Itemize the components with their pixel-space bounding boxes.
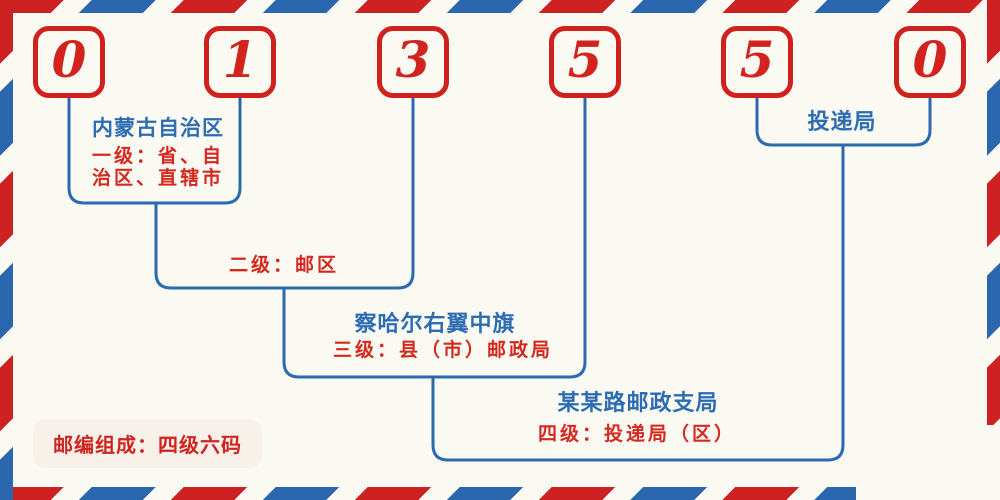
level1-label-line1: 一级：省、自 [91, 146, 225, 167]
digit-1: 0 [51, 30, 87, 89]
level3-label: 三级：县（市）邮政局 [332, 340, 554, 361]
digit-box-3: 3 [377, 26, 449, 98]
digit-box-6: 0 [894, 26, 966, 98]
bracket-level4 [431, 145, 845, 462]
level1-label: 一级：省、自 治区、直辖市 [92, 146, 224, 190]
airmail-border-left [0, 0, 13, 500]
digit-4: 5 [567, 30, 603, 89]
level4-branch-name: 某某路邮政支局 [557, 390, 719, 415]
level1-label-line2: 治区、直辖市 [91, 168, 225, 189]
digit-2: 1 [222, 30, 258, 89]
airmail-border-top [0, 0, 1000, 13]
digit-box-5: 5 [721, 26, 793, 98]
level4-label: 四级：投递局（区） [537, 424, 737, 445]
composition-note: 邮编组成：四级六码 [53, 433, 242, 457]
level1-region-name: 内蒙古自治区 [92, 117, 224, 140]
level2-label: 二级：邮区 [228, 255, 340, 276]
digit-6: 0 [912, 30, 948, 89]
digit-box-1: 0 [33, 26, 105, 98]
airmail-border-right [987, 0, 1000, 425]
delivery-office-name: 投递局 [807, 109, 877, 134]
composition-badge: 邮编组成：四级六码 [33, 419, 262, 468]
digit-box-2: 1 [204, 26, 276, 98]
level3-region-name: 察哈尔右翼中旗 [354, 311, 516, 336]
airmail-border-bottom [0, 487, 856, 500]
digit-box-4: 5 [549, 26, 621, 98]
digit-3: 3 [395, 30, 431, 89]
bracket-delivery [755, 98, 932, 147]
digit-5: 5 [739, 30, 775, 89]
